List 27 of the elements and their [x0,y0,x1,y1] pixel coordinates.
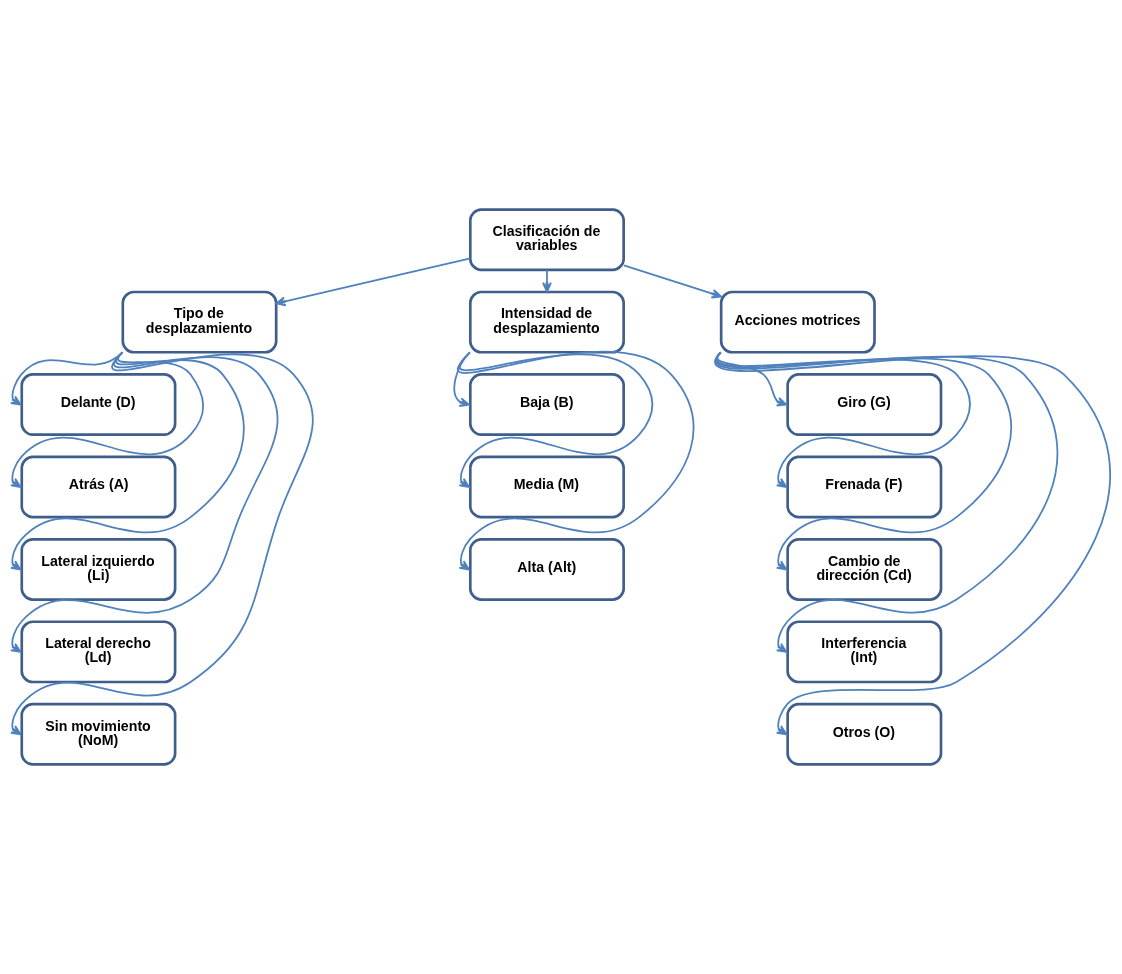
arrow [457,350,695,571]
arrow [542,269,552,293]
node-box: Atrás (A) [20,455,177,519]
node-box: Sin movimiento (NoM) [20,702,177,766]
arrow [9,351,245,571]
node-box: Media (M) [468,455,625,519]
node-box: Clasificación de variables [468,208,625,272]
arrow [623,264,722,299]
arrow [714,351,1111,736]
arrow [9,351,279,653]
arrow [458,351,654,488]
node-box: Cambio de dirección (Cd) [786,537,943,601]
node-box: Tipo de desplazamiento [121,290,278,354]
node-box: Acciones motrices [719,290,876,354]
node-box: Giro (G) [786,373,943,437]
node-box: Frenada (F) [786,455,943,519]
node-box: Delante (D) [20,373,177,437]
arrow [275,257,472,307]
node-box: Otros (O) [786,702,943,766]
node-box: Lateral derecho (Ld) [20,620,177,684]
arrow [9,351,314,736]
node-box: Alta (Alt) [468,537,625,601]
node-box: Lateral izquierdo (Li) [20,537,177,601]
node-box: Baja (B) [468,373,625,437]
node-box: Intensidad de desplazamiento [468,290,625,354]
arrow [9,351,205,488]
node-box: Interferencia (Int) [786,620,943,684]
